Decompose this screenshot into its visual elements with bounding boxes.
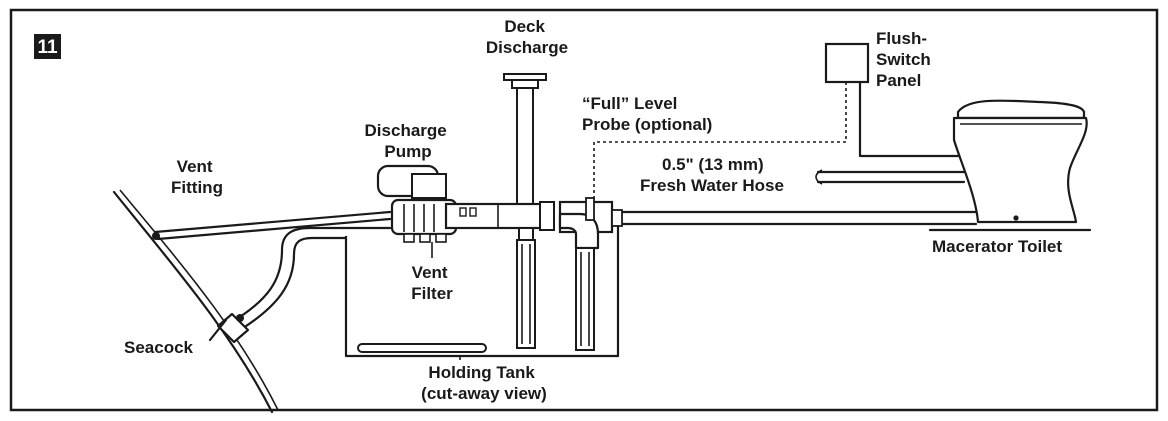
- manifold-pipe: [444, 201, 555, 231]
- seacock-label: Seacock: [124, 338, 194, 357]
- discharge-pump-label: Discharge Pump: [365, 121, 452, 161]
- seacock-valve: [208, 312, 250, 344]
- macerator-toilet: [928, 99, 1092, 232]
- vent-fitting-label: Vent Fitting: [171, 157, 223, 197]
- vent-filter-pipe: [516, 227, 536, 349]
- figure-number: 11: [37, 37, 58, 58]
- hull-outline: [112, 190, 274, 414]
- flush-switch-panel-label: Flush- Switch Panel: [876, 29, 936, 90]
- discharge-pump: [376, 164, 458, 243]
- fresh-water-hose: [815, 169, 966, 185]
- full-level-probe-label: “Full” Level Probe (optional): [582, 94, 712, 134]
- vent-filter-label: Vent Filter: [411, 263, 453, 303]
- seacock-hose: [230, 226, 392, 332]
- deck-discharge-label: Deck Discharge: [486, 17, 568, 57]
- probe-assembly: [558, 197, 614, 351]
- macerator-toilet-label: Macerator Toilet: [932, 237, 1062, 256]
- fresh-water-hose-label: 0.5" (13 mm) Fresh Water Hose: [640, 155, 784, 195]
- holding-tank: [344, 220, 620, 358]
- toilet-discharge-pipe: [610, 209, 978, 227]
- figure-number-badge: 11: [34, 34, 61, 59]
- holding-tank-label: Holding Tank (cut-away view): [421, 363, 547, 403]
- vent-line: [152, 210, 392, 241]
- deck-discharge-pipe: [503, 73, 547, 207]
- hull-inner-outline: [119, 189, 279, 411]
- flush-switch-panel: [593, 42, 966, 198]
